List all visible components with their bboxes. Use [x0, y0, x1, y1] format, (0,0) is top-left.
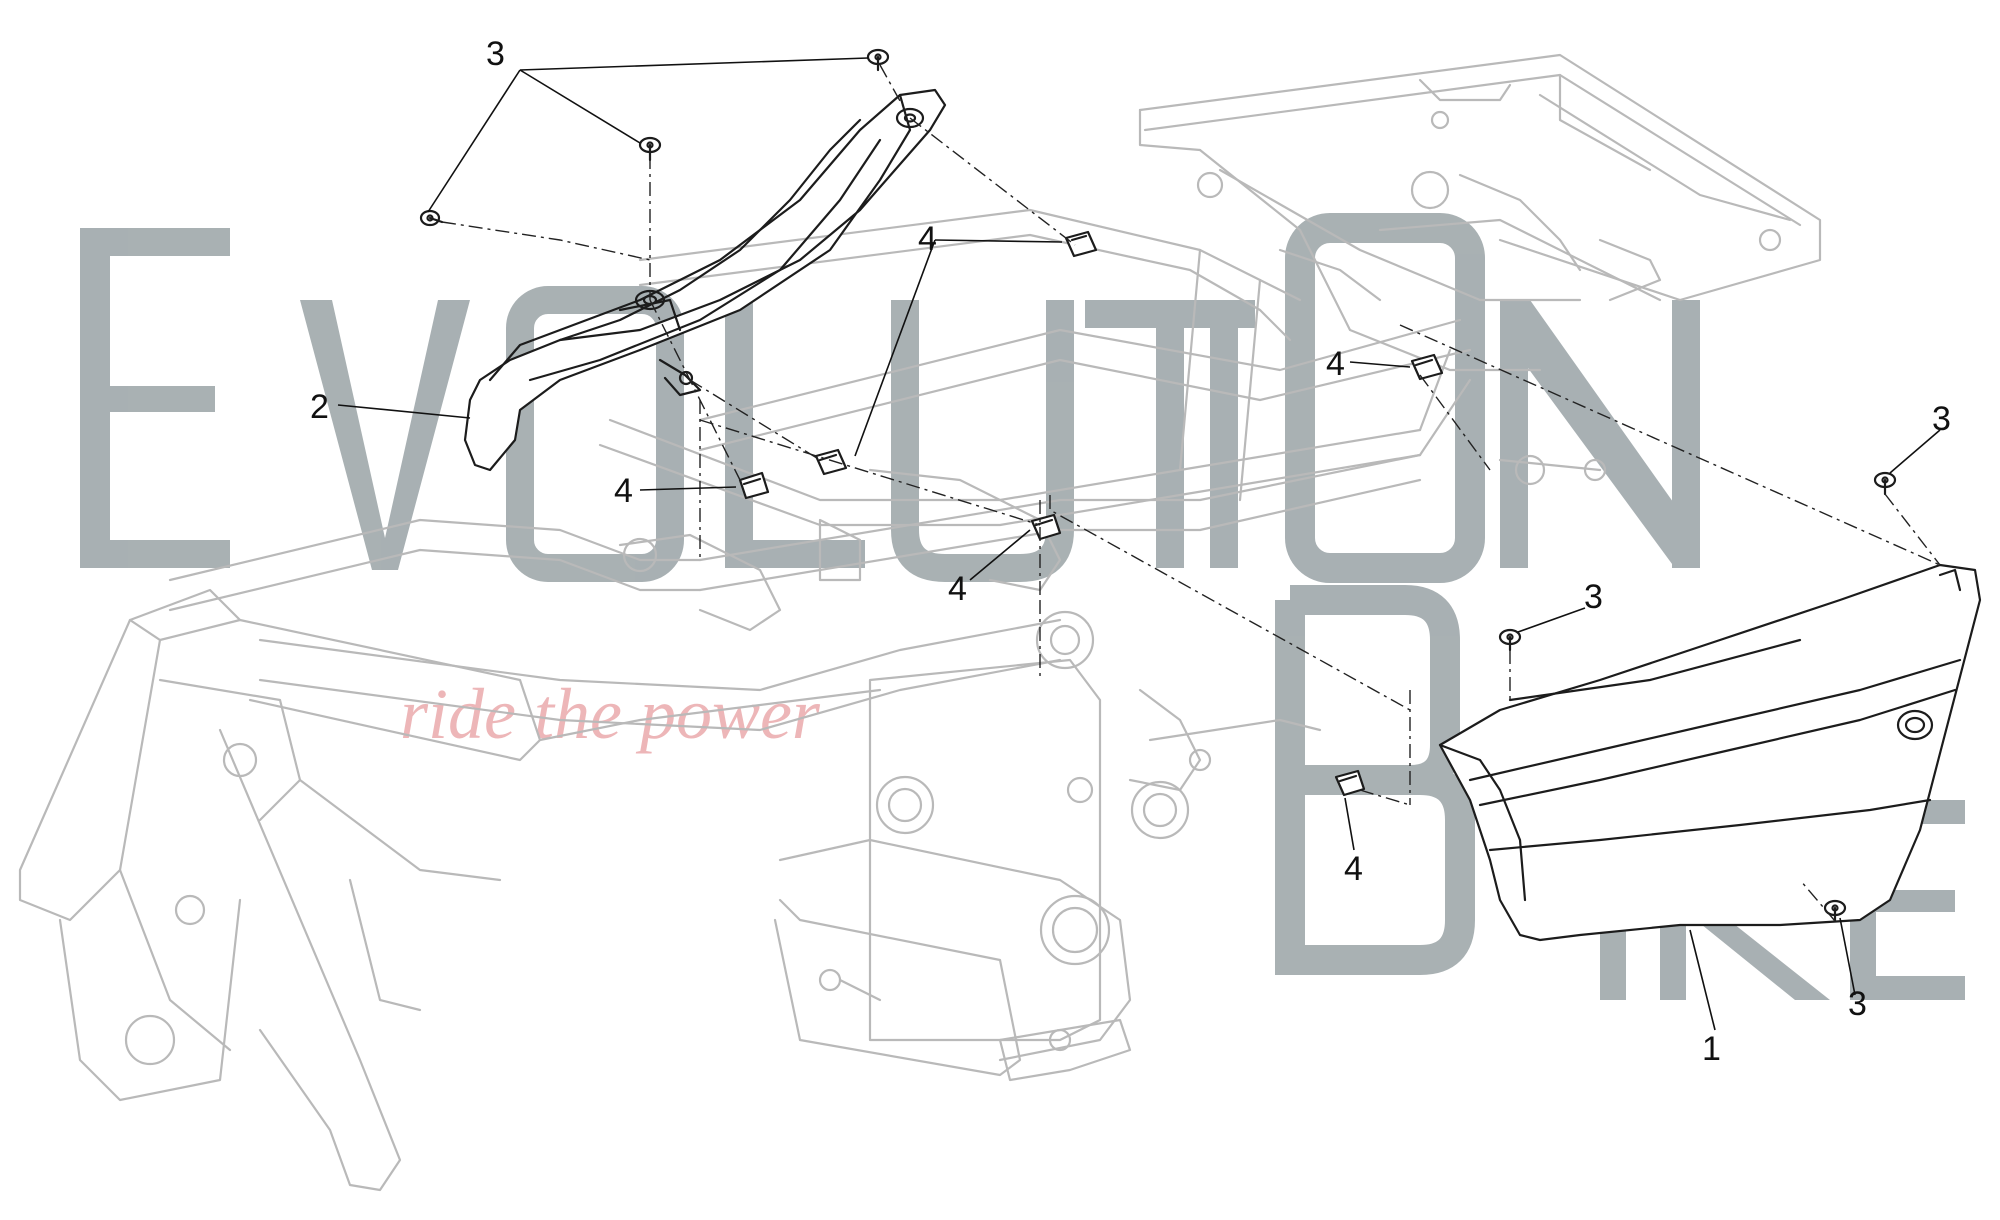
callout-3-bottom: 3 [1848, 985, 1867, 1023]
clip-3 [814, 448, 848, 476]
headstock [18, 588, 542, 1192]
assembly-lines [441, 64, 1941, 922]
watermark: ride the power [80, 213, 1965, 1000]
clip-5 [1410, 353, 1444, 381]
watermark-letter-o [506, 286, 684, 582]
watermark-letter-v [300, 300, 470, 570]
watermark-tagline: ride the power [400, 674, 821, 754]
clip-6 [1334, 769, 1366, 797]
callout-1: 1 [1702, 1030, 1721, 1068]
leader-lines [337, 57, 1941, 1031]
callout-4-center: 4 [948, 570, 967, 608]
rear-subframe [1138, 53, 1822, 372]
part-2-upper-side-cover [463, 88, 947, 472]
screw-top-2 [638, 136, 662, 162]
callout-4-bottom: 4 [1344, 850, 1363, 888]
screw-right-1 [1873, 471, 1897, 496]
screw-top-3 [419, 209, 444, 227]
watermark-letter-e [80, 228, 230, 568]
crossmember [618, 454, 1607, 840]
callout-3-right-middle: 3 [1584, 578, 1603, 616]
callout-4-left: 4 [614, 472, 633, 510]
screw-right-3 [1823, 899, 1847, 923]
clip-2 [738, 471, 770, 500]
watermark-letter-b [1275, 585, 1475, 975]
callout-labels: 3 2 4 4 4 4 3 3 4 1 3 [310, 35, 1951, 1068]
engine-mount-block [773, 658, 1132, 1082]
part-1-lower-side-cover [1438, 563, 1982, 942]
screw-right-2 [1498, 628, 1522, 652]
watermark-letter-u [891, 300, 1074, 582]
watermark-letter-big-o [1285, 213, 1485, 583]
callout-3-right-top: 3 [1932, 400, 1951, 438]
parts [419, 48, 1982, 942]
clip-1 [1064, 230, 1098, 258]
watermark-letter-n [1500, 300, 1700, 568]
callout-3-top: 3 [486, 35, 505, 73]
callout-4-right: 4 [1326, 345, 1345, 383]
callout-2: 2 [310, 388, 329, 426]
callout-4-upper-center: 4 [918, 220, 937, 258]
screw-top-1 [866, 48, 890, 72]
